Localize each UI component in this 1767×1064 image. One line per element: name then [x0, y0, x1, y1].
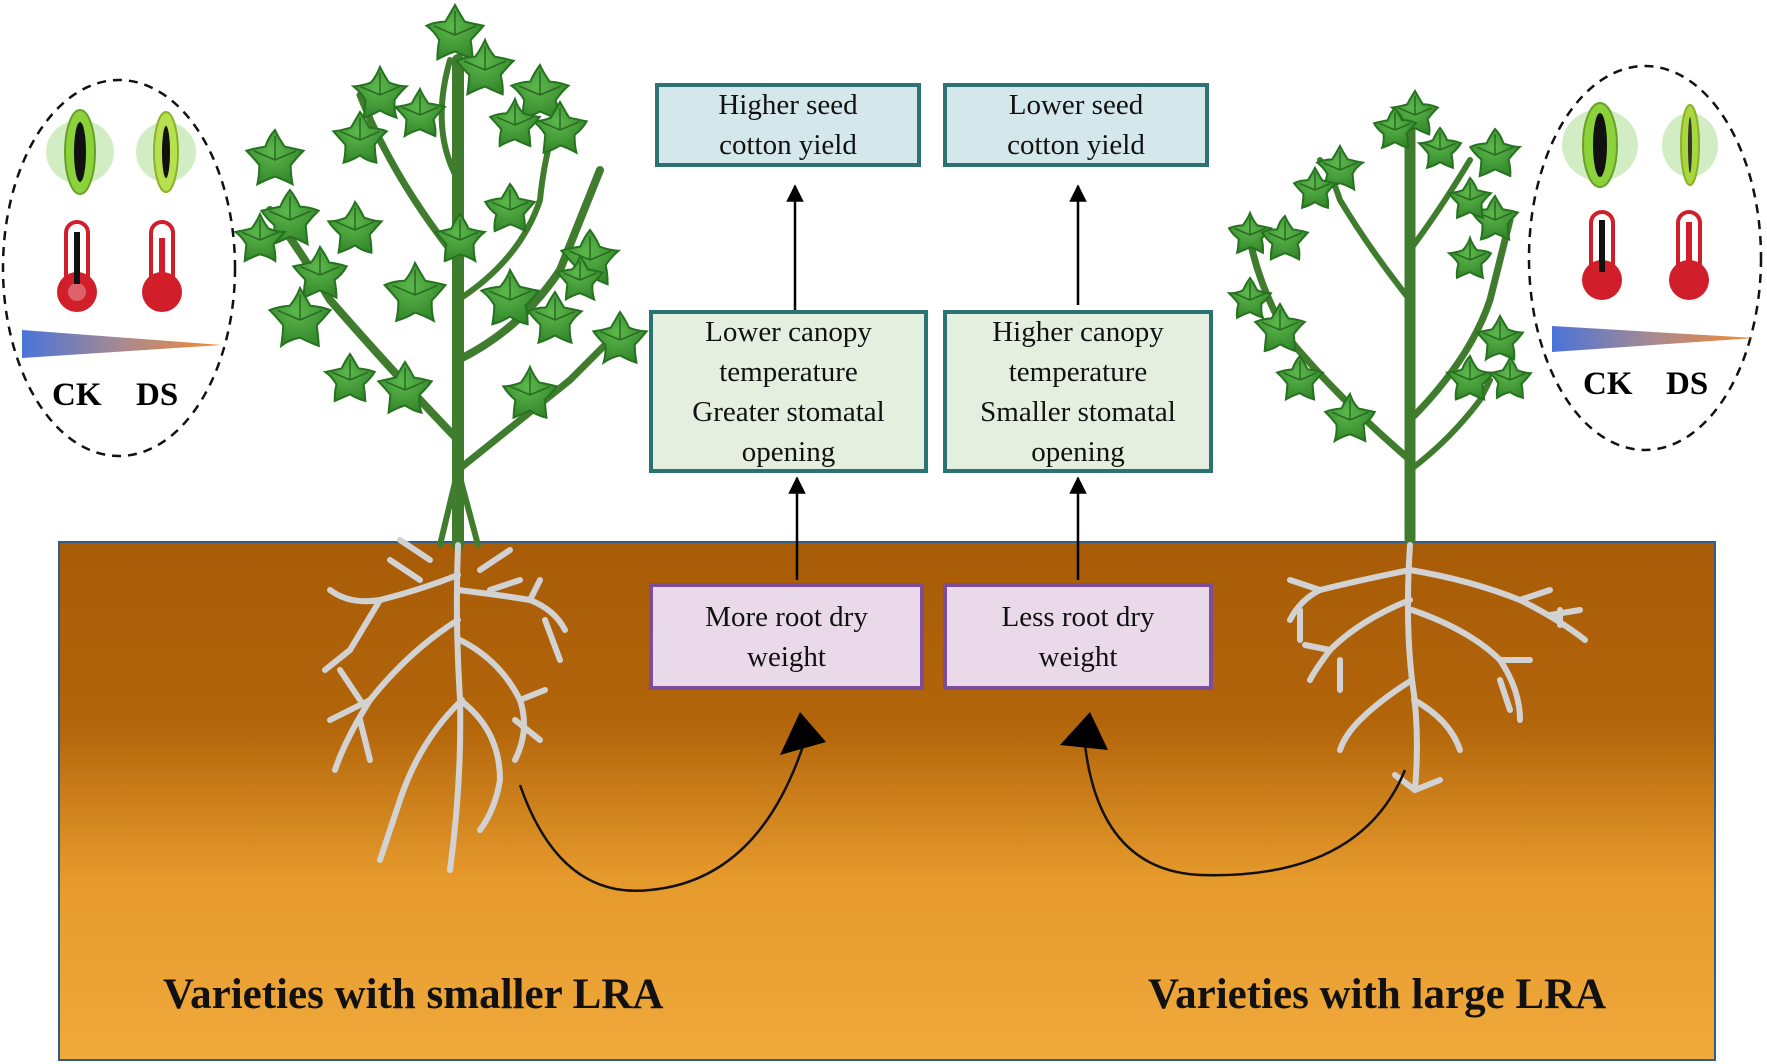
yield-box-right: Lower seed cotton yield [943, 83, 1209, 167]
canopy-box-right: Higher canopy temperature Smaller stomat… [943, 310, 1213, 473]
cotton-leaf-icon [1262, 216, 1308, 259]
legend-left-ds-label: DS [136, 377, 178, 414]
cotton-leaf-icon [435, 214, 484, 261]
canopy-box-left: Lower canopy temperature Greater stomata… [649, 310, 928, 473]
cotton-leaf-icon [1325, 394, 1374, 441]
caption-right: Varieties with large LRA [1148, 970, 1606, 1019]
cotton-leaf-icon [328, 202, 381, 253]
root-box-right: Less root dry weight [943, 583, 1213, 690]
cotton-leaf-icon [426, 5, 483, 59]
root-box-left: More root dry weight [649, 583, 924, 690]
legend-left [3, 80, 235, 456]
caption-left: Varieties with smaller LRA [163, 970, 663, 1019]
cotton-leaf-icon [325, 354, 374, 401]
cotton-leaf-icon [1449, 238, 1491, 278]
cotton-leaf-icon [1470, 129, 1519, 176]
cotton-leaf-icon [593, 312, 646, 363]
cotton-leaf-icon [385, 263, 446, 321]
yield-box-left: Higher seed cotton yield [655, 83, 921, 167]
cotton-leaf-icon [1489, 358, 1531, 398]
cotton-leaf-icon [333, 112, 386, 163]
legend-right [1529, 66, 1761, 450]
cotton-leaf-icon [246, 130, 303, 184]
cotton-leaf-icon [270, 288, 331, 346]
legend-right-ds-label: DS [1666, 366, 1708, 403]
cotton-leaf-icon [1277, 356, 1323, 399]
cotton-leaf-icon [395, 89, 444, 136]
legend-left-ck-label: CK [52, 377, 102, 414]
legend-right-ck-label: CK [1583, 366, 1633, 403]
cotton-leaf-icon [503, 367, 556, 418]
